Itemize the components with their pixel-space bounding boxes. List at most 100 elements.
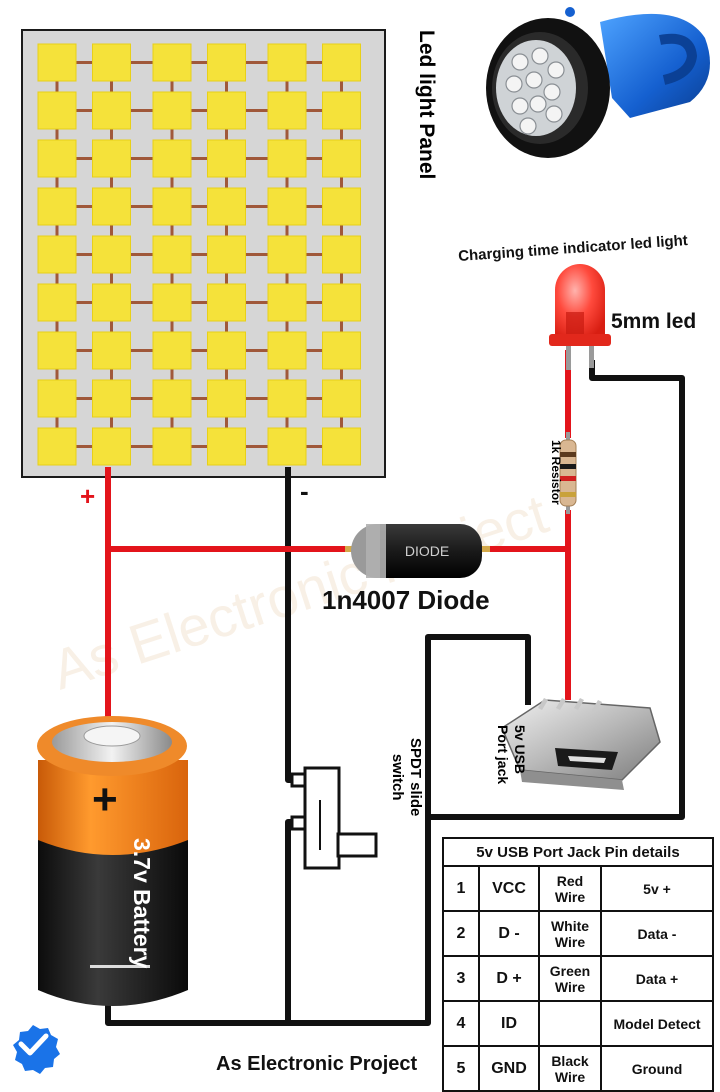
pin-detail-cell: Data + [600, 955, 714, 1002]
usb-label-line1: 5v USB [512, 725, 528, 775]
led-chip [322, 379, 361, 418]
battery-plus-symbol: + [92, 775, 118, 824]
led-chip [92, 235, 131, 274]
diode: DIODE [345, 524, 490, 578]
led-chip [92, 139, 131, 178]
led-chip [37, 379, 77, 418]
footer-credit: As Electronic Project [216, 1053, 418, 1075]
pin-number-cell: 2 [442, 910, 480, 957]
led-label: 5mm led [611, 310, 697, 333]
switch-label-line1: SPDT slide [407, 738, 424, 817]
led-chip [37, 43, 77, 82]
pin-name-cell: ID [478, 1000, 540, 1047]
led-chip [152, 187, 192, 226]
led-chip [322, 331, 361, 370]
led-chip [267, 187, 307, 226]
wire-color-line: Black [551, 1052, 589, 1069]
led-chip [92, 379, 131, 418]
switch-label-line2: switch [389, 753, 406, 801]
panel-plus-symbol: + [80, 481, 95, 511]
led-chip [152, 283, 192, 322]
battery [37, 716, 188, 1006]
led-chip [322, 283, 361, 322]
led-chip [322, 43, 361, 82]
led-chip [92, 187, 131, 226]
pin-detail-cell: Ground [600, 1045, 714, 1092]
led-chip [92, 331, 131, 370]
wire-color-line: Wire [554, 978, 586, 995]
led-chip [267, 91, 307, 130]
led-chip [322, 427, 361, 466]
usb-label: 5v USB Port jack [494, 725, 528, 784]
usb-label-line2: Port jack [495, 725, 511, 785]
led-chip [37, 91, 77, 130]
led-chip [207, 91, 246, 130]
resistor-label: 1k Resistor [549, 440, 563, 505]
led-chip [207, 427, 246, 466]
verified-badge-icon [13, 1025, 60, 1074]
switch-label: SPDT slide switch [388, 738, 424, 816]
led-chip [37, 427, 77, 466]
wire-color-line: Wire [554, 1068, 586, 1085]
led-chip [207, 43, 246, 82]
pin-table-title: 5v USB Port Jack Pin details [442, 837, 714, 867]
diode-label: 1n4007 Diode [322, 585, 490, 615]
led-chip [207, 187, 246, 226]
led-panel [21, 29, 386, 478]
pin-name-cell: GND [478, 1045, 540, 1092]
led-chip [37, 139, 77, 178]
led-chip [152, 235, 192, 274]
led-chip [37, 187, 77, 226]
led-chip [37, 283, 77, 322]
led-chip [152, 91, 192, 130]
led-chip [92, 427, 131, 466]
led-chip [267, 379, 307, 418]
pin-name-cell: D + [478, 955, 540, 1002]
pin-number-cell: 4 [442, 1000, 480, 1047]
pin-name-cell: VCC [478, 865, 540, 912]
pin-number-cell: 5 [442, 1045, 480, 1092]
led-chip [152, 43, 192, 82]
led-chip [152, 139, 192, 178]
led-chip [267, 283, 307, 322]
wire-color-line: White [550, 917, 590, 934]
wire-color-line: Green [549, 962, 591, 979]
resistor [559, 432, 577, 514]
pin-name-cell: D - [478, 910, 540, 957]
led-chip [152, 331, 192, 370]
pin-number-cell: 1 [442, 865, 480, 912]
wire-color-line: Red [556, 872, 584, 889]
led-chip [267, 139, 307, 178]
led-chip [267, 43, 307, 82]
panel-minus-symbol: - [300, 476, 309, 506]
led-chip [152, 379, 192, 418]
led-chip [207, 235, 246, 274]
usb-port-jack [501, 698, 661, 790]
led-chip [152, 427, 192, 466]
led-chip [92, 283, 131, 322]
battery-label: 3.7v Battery [129, 838, 155, 969]
led-chip [37, 235, 77, 274]
led-chip [92, 43, 131, 82]
led-chip [322, 235, 361, 274]
pin-detail-cell: Data - [600, 910, 714, 957]
wire-color-cell [538, 1000, 602, 1047]
pin-detail-cell: 5v + [600, 865, 714, 912]
wire-color-line: Wire [554, 888, 586, 905]
pin-detail-cell: Model Detect [600, 1000, 714, 1047]
led-chip [322, 139, 361, 178]
pin-number-cell: 3 [442, 955, 480, 1002]
led-chip [37, 331, 77, 370]
led-chip [207, 139, 246, 178]
diode-body-text: DIODE [405, 543, 449, 559]
